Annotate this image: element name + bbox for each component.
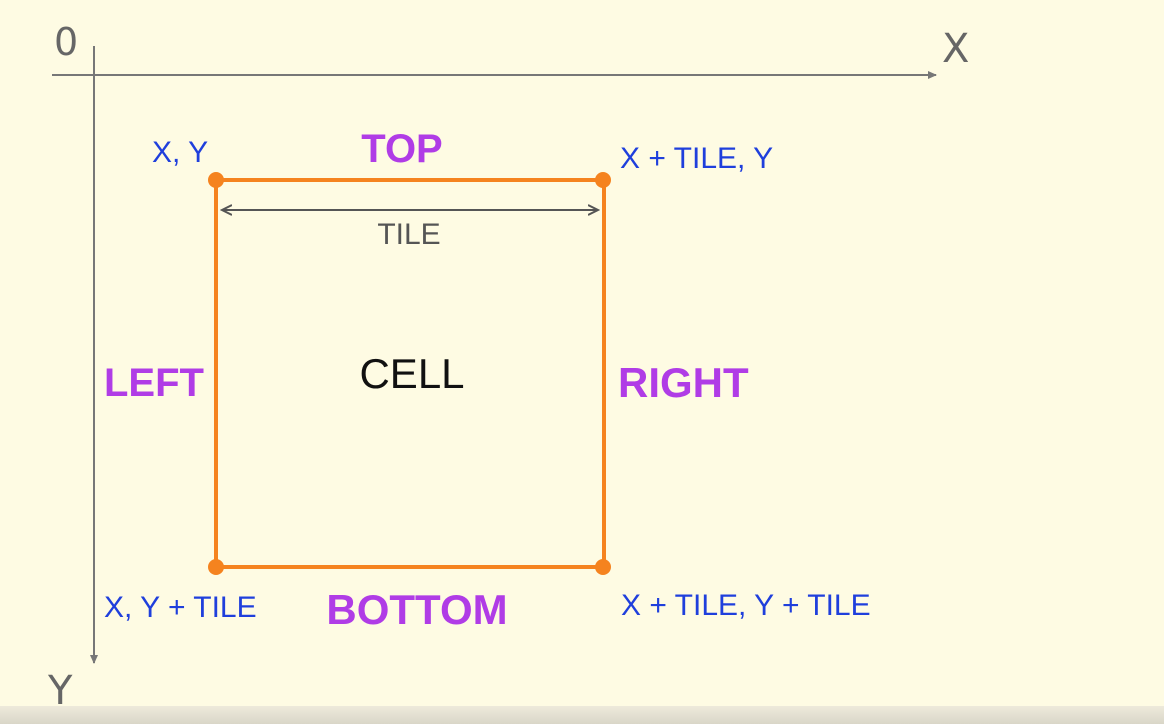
corner-label-top-right: X + TILE, Y: [620, 142, 773, 175]
side-label-top: TOP: [361, 127, 443, 171]
corner-dot-bottom-left: [208, 559, 224, 575]
tile-dimension-label: TILE: [377, 218, 440, 251]
corner-dot-top-left: [208, 172, 224, 188]
side-label-right: RIGHT: [618, 359, 749, 406]
origin-label: 0: [54, 20, 78, 64]
cell-label: CELL: [359, 350, 464, 397]
corner-dot-top-right: [595, 172, 611, 188]
corner-label-top-left: X, Y: [152, 136, 208, 169]
corner-label-bottom-right: X + TILE, Y + TILE: [621, 589, 871, 622]
corner-label-bottom-left: X, Y + TILE: [104, 591, 257, 624]
bottom-edge-strip: [0, 706, 1164, 724]
corner-dot-bottom-right: [595, 559, 611, 575]
cell-outline: [214, 178, 606, 569]
side-label-left: LEFT: [104, 361, 204, 405]
x-axis-label: X: [942, 26, 969, 72]
side-label-bottom: BOTTOM: [326, 586, 507, 633]
